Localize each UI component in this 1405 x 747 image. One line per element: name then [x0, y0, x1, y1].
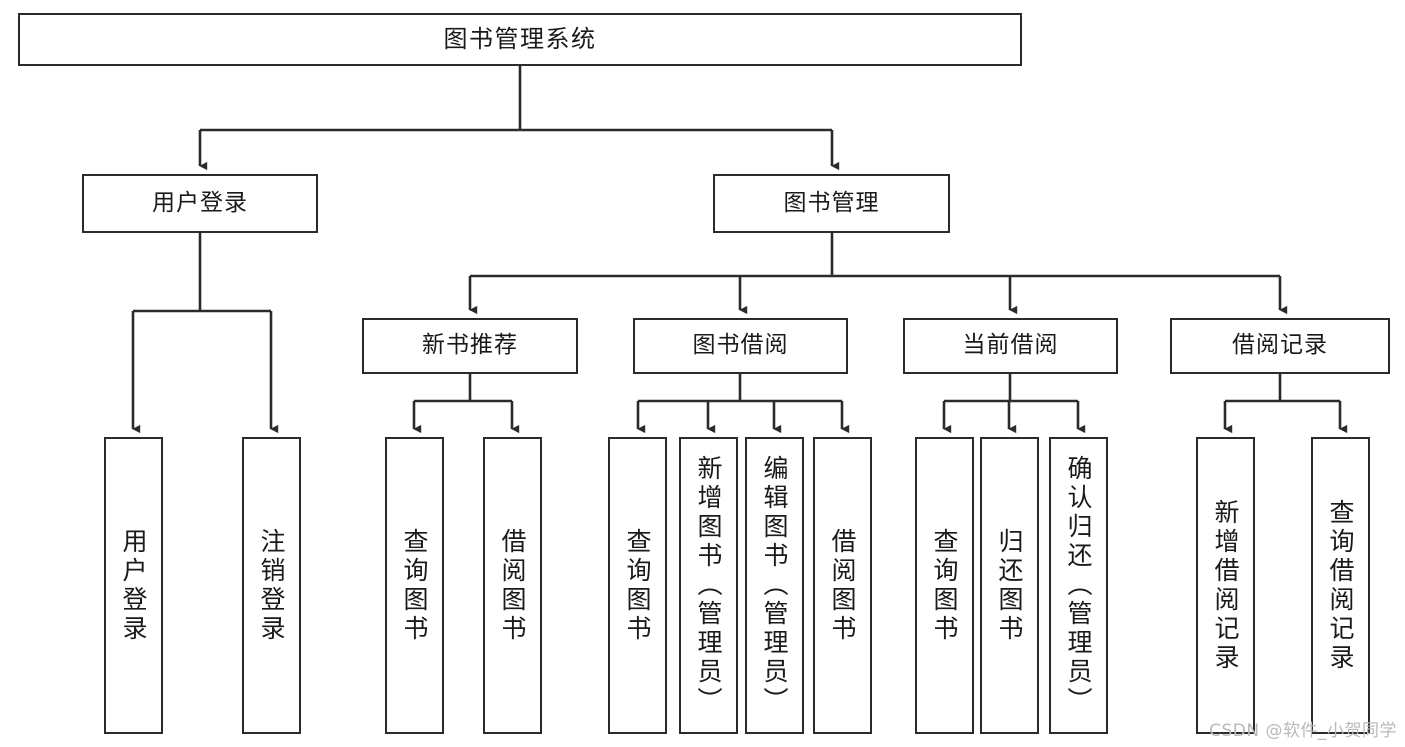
node-label: 确认归还（管理员） [1064, 455, 1093, 716]
node-new-book-recommend[interactable]: 新书推荐 [362, 318, 578, 374]
node-label: 查询图书 [400, 527, 429, 644]
node-label: 查询图书 [623, 527, 652, 644]
node-label: 查询图书 [930, 527, 959, 644]
node-label: 借阅记录 [1232, 332, 1328, 359]
node-book-borrow[interactable]: 图书借阅 [633, 318, 848, 374]
node-label: 新增借阅记录 [1211, 498, 1240, 673]
node-label: 新书推荐 [422, 332, 518, 359]
leaf-return-book[interactable]: 归还图书 [980, 437, 1039, 734]
leaf-add-borrow-record[interactable]: 新增借阅记录 [1196, 437, 1255, 734]
leaf-edit-book-admin[interactable]: 编辑图书（管理员） [745, 437, 804, 734]
node-label: 查询借阅记录 [1326, 498, 1355, 673]
leaf-confirm-return-admin[interactable]: 确认归还（管理员） [1049, 437, 1108, 734]
leaf-user-login[interactable]: 用户登录 [104, 437, 163, 734]
node-label: 归还图书 [995, 527, 1024, 644]
node-book-manage[interactable]: 图书管理 [713, 174, 950, 233]
leaf-query-book-current[interactable]: 查询图书 [915, 437, 974, 734]
node-label: 新增图书（管理员） [694, 455, 723, 716]
node-user-login[interactable]: 用户登录 [82, 174, 318, 233]
leaf-query-borrow-record[interactable]: 查询借阅记录 [1311, 437, 1370, 734]
leaf-add-book-admin[interactable]: 新增图书（管理员） [679, 437, 738, 734]
node-label: 用户登录 [152, 189, 248, 216]
node-label: 用户登录 [119, 527, 148, 644]
leaf-query-book-borrow[interactable]: 查询图书 [608, 437, 667, 734]
leaf-logout[interactable]: 注销登录 [242, 437, 301, 734]
node-label: 图书管理系统 [443, 25, 597, 54]
node-root-system[interactable]: 图书管理系统 [18, 13, 1022, 66]
node-label: 图书借阅 [692, 332, 789, 359]
node-label: 借阅图书 [498, 527, 527, 644]
node-label: 编辑图书（管理员） [760, 455, 789, 716]
node-label: 注销登录 [257, 527, 286, 644]
csdn-watermark: CSDN @软件_小贺同学 [1209, 721, 1397, 741]
node-label: 图书管理 [783, 189, 880, 216]
node-current-borrow[interactable]: 当前借阅 [903, 318, 1118, 374]
leaf-borrow-book-recommend[interactable]: 借阅图书 [483, 437, 542, 734]
node-label: 借阅图书 [828, 527, 857, 644]
leaf-query-book-recommend[interactable]: 查询图书 [385, 437, 444, 734]
leaf-borrow-book[interactable]: 借阅图书 [813, 437, 872, 734]
node-label: 当前借阅 [962, 332, 1059, 359]
node-borrow-record[interactable]: 借阅记录 [1170, 318, 1390, 374]
